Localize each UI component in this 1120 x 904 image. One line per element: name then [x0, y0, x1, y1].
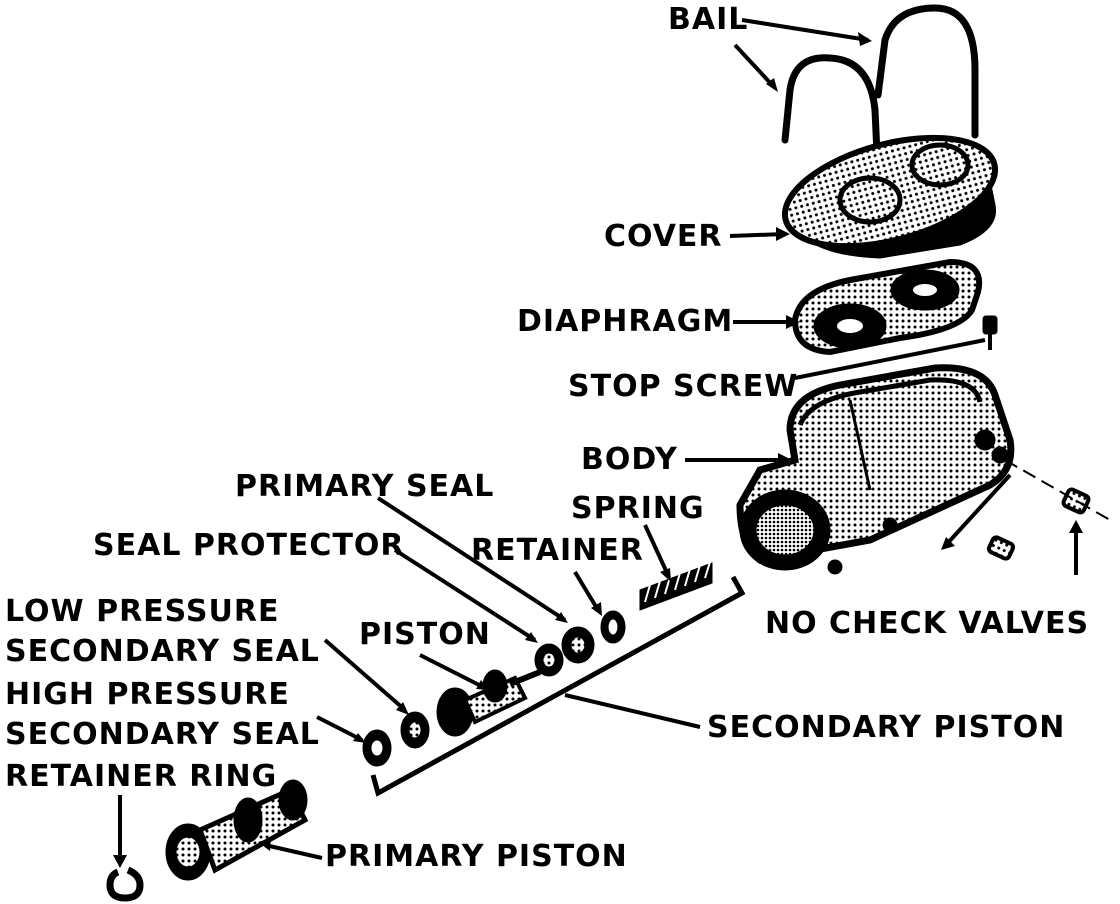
arrowheads [113, 32, 1083, 868]
spring-part [639, 561, 713, 611]
label-no-check-valves: NO CHECK VALVES [765, 606, 1090, 641]
retainer-ring-part [106, 866, 144, 902]
body-part [736, 364, 1015, 575]
secondary-piston-bracket [370, 575, 746, 797]
primary-seal-part [561, 626, 595, 664]
retainer-part [600, 610, 626, 644]
label-stop-screw: STOP SCREW [568, 369, 799, 404]
label-low-pressure-secondary-seal: LOW PRESSURE SECONDARY SEAL [5, 594, 320, 669]
label-high-pressure-secondary-seal: HIGH PRESSURE SECONDARY SEAL [5, 677, 320, 752]
label-primary-seal: PRIMARY SEAL [235, 469, 495, 504]
label-retainer: RETAINER [471, 533, 644, 568]
primary-piston-part [165, 779, 309, 881]
label-diaphragm: DIAPHRAGM [517, 304, 734, 339]
low-pressure-secondary-seal-part [400, 711, 430, 749]
label-bail: BAIL [668, 2, 749, 37]
seal-protector-part [534, 643, 564, 677]
label-spring: SPRING [571, 491, 705, 526]
label-primary-piston: PRIMARY PISTON [325, 839, 628, 874]
label-piston: PISTON [359, 617, 491, 652]
piston-part [436, 669, 542, 737]
leader-lines [118, 18, 1078, 862]
check-valve-plugs [986, 459, 1111, 561]
cover-part [781, 134, 999, 259]
diaphragm-part [791, 258, 983, 356]
label-body: BODY [581, 442, 678, 477]
label-retainer-ring: RETAINER RING [5, 759, 278, 794]
high-pressure-secondary-seal-part [362, 729, 392, 767]
label-seal-protector: SEAL PROTECTOR [93, 528, 405, 563]
bail-part [781, 4, 979, 224]
label-cover: COVER [604, 219, 723, 254]
label-secondary-piston: SECONDARY PISTON [707, 710, 1066, 745]
stop-screw-part [982, 315, 998, 350]
